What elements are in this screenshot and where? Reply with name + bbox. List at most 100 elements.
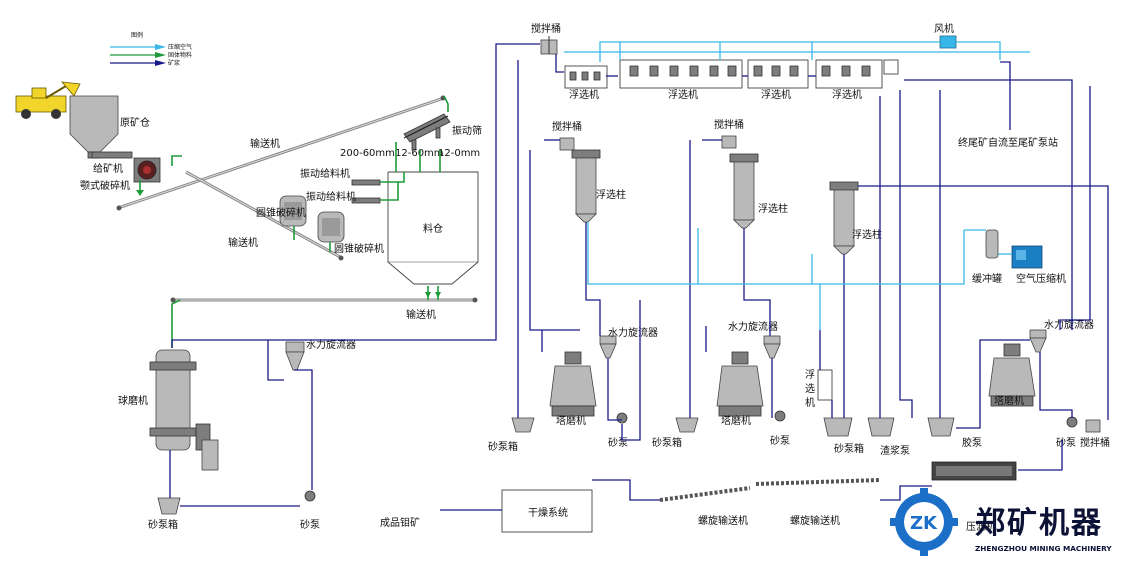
label-feeder: 给矿机 (93, 162, 123, 175)
ball-mill (149, 349, 219, 471)
label-jaw-crusher: 颚式破碎机 (80, 179, 130, 192)
slurry-pump (867, 417, 895, 437)
hydrocyclone-1 (285, 341, 305, 371)
screw-conveyor-2 (755, 478, 881, 486)
agitator-2 (559, 137, 575, 151)
conveyor-mid (185, 170, 344, 261)
flotation-column-3 (829, 181, 859, 255)
label-vibrating-screen: 振动筛 (452, 124, 482, 137)
flotation-small-cell (883, 59, 899, 75)
label-sand-box-1: 砂泵箱 (148, 518, 178, 531)
flotation-bank-4 (815, 59, 883, 89)
label-agitator-2: 搅拌桶 (552, 120, 582, 133)
dryer-system (501, 489, 593, 533)
loader-truck-icon (15, 81, 81, 119)
label-tower-mill-2: 塔磨机 (721, 414, 751, 427)
label-blower: 风机 (934, 22, 954, 35)
raw-ore-bin (69, 95, 119, 159)
label-air-compressor: 空气压缩机 (1016, 272, 1066, 285)
label-conveyor-bottom: 输送机 (406, 308, 436, 321)
logo-mark: ZK (910, 513, 938, 534)
label-sand-pump-2: 砂泵 (608, 436, 628, 449)
legend-item-air: 压缩空气 (168, 43, 192, 51)
label-sand-pump-1: 砂泵 (300, 518, 320, 531)
label-conveyor-mid: 输送机 (228, 236, 258, 249)
flotation-bank-3 (747, 59, 809, 89)
label-column-3: 浮选柱 (852, 228, 882, 241)
legend-item-solid: 固体物料 (168, 51, 192, 59)
agitator-3 (721, 135, 737, 149)
blower (939, 35, 957, 49)
label-cone-crusher-1: 圆锥破碎机 (256, 206, 306, 219)
feeder (91, 151, 133, 159)
label-sand-box-2: 砂泵箱 (488, 440, 518, 453)
label-screw-conveyor-1: 螺旋输送机 (698, 514, 748, 527)
label-hydrocyclone-1: 水力旋流器 (306, 338, 356, 351)
label-agitator-3: 搅拌桶 (714, 118, 744, 131)
label-buffer-tank: 缓冲罐 (972, 272, 1002, 285)
vibrating-feeder-1 (351, 179, 381, 186)
label-raw-bin: 原矿仓 (120, 116, 150, 129)
company-logo: ZK 郑矿机器 ZHENGZHOU MINING MACHINERY (890, 488, 1112, 556)
conveyor-bottom (170, 297, 478, 303)
label-slurry-pump: 渣浆泵 (880, 444, 910, 457)
label-vib-feeder-2: 振动给料机 (306, 190, 356, 203)
filter-press (931, 461, 1017, 481)
agitator-4 (1085, 419, 1101, 433)
hydrocyclone-4 (1029, 329, 1047, 353)
solid-flow-lines (136, 95, 449, 348)
label-flotation-small: 浮 (805, 369, 815, 381)
jaw-crusher (133, 157, 161, 183)
label-dryer: 干燥系统 (528, 506, 568, 519)
label-ball-mill: 球磨机 (118, 394, 148, 407)
label-size-1: 200-60mm (340, 148, 395, 159)
label-tower-mill-1: 塔磨机 (556, 414, 586, 427)
label-flotation-small-3: 机 (805, 396, 815, 409)
label-column-1: 浮选柱 (596, 188, 626, 201)
sand-pump-1 (304, 490, 316, 502)
label-hydrocyclone-4: 水力旋流器 (1044, 318, 1094, 331)
screw-conveyor-1 (659, 486, 751, 502)
label-flotation-small-2: 选 (805, 382, 815, 395)
label-screw-conveyor-2: 螺旋输送机 (790, 514, 840, 527)
label-vib-feeder-1: 振动给料机 (300, 167, 350, 180)
label-sand-pump-4: 砂泵 (1056, 436, 1076, 449)
vibrating-feeder-2 (351, 197, 381, 204)
agitator-1 (540, 36, 558, 55)
flotation-bank-1 (564, 65, 608, 89)
flotation-column-1 (571, 149, 601, 223)
flotation-column-2 (729, 153, 759, 229)
conveyor-top (116, 95, 446, 211)
sand-box-4 (823, 417, 853, 437)
cone-crusher-1 (279, 195, 307, 227)
label-flotation-2: 浮选机 (668, 88, 698, 101)
logo-subtitle: ZHENGZHOU MINING MACHINERY (975, 544, 1112, 553)
label-sand-box-4: 砂泵箱 (834, 442, 864, 455)
sand-pump-3 (774, 410, 786, 422)
label-hydrocyclone-3: 水力旋流器 (728, 320, 778, 333)
sand-pump-4 (1066, 416, 1078, 428)
cone-crusher-2 (317, 211, 345, 243)
label-sand-box-3: 砂泵箱 (652, 436, 682, 449)
sand-box-1 (157, 497, 181, 515)
label-conveyor-top: 输送机 (250, 137, 280, 150)
tower-mill-2 (716, 351, 764, 417)
label-material-bin: 料仓 (423, 222, 443, 235)
label-tailings: 终尾矿自流至尾矿泵站 (958, 136, 1058, 149)
hydrocyclone-3 (763, 335, 781, 359)
hydrocyclone-2 (599, 335, 617, 359)
tower-mill-1 (549, 351, 597, 417)
label-hydrocyclone-2: 水力旋流器 (608, 326, 658, 339)
buffer-tank (985, 229, 999, 259)
label-filter-press: 压滤机 (966, 520, 996, 533)
vibrating-screen (403, 113, 451, 151)
label-product: 成品钼矿 (380, 516, 420, 529)
flotation-bank-2 (619, 59, 743, 89)
label-rubber-pump: 胶泵 (962, 436, 982, 449)
label-sand-pump-3: 砂泵 (770, 434, 790, 447)
rubber-pump (927, 417, 955, 437)
label-flotation-1: 浮选机 (569, 88, 599, 101)
material-bin (387, 171, 479, 285)
logo-name: 郑矿机器 (975, 506, 1103, 541)
